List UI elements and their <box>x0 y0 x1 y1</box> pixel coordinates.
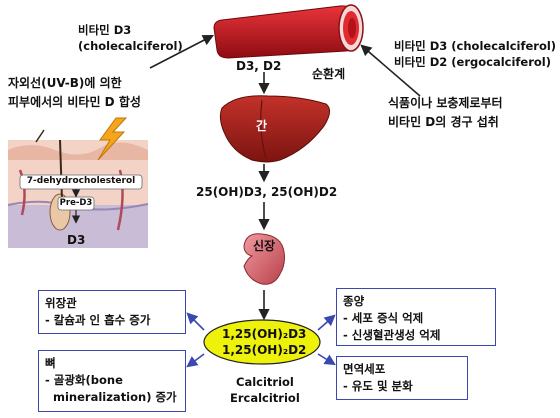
calcitriol-label: Calcitriol <box>236 375 294 389</box>
flow-arrows <box>149 34 421 321</box>
active-metabolite-ellipse <box>203 319 321 365</box>
gut-title: 위장관 <box>45 296 77 310</box>
liver-illustration <box>219 95 330 163</box>
bone-effect-box: 뼈 - 골광화(bone mineralization) 증가 <box>38 350 186 412</box>
uvb-line2: 피부에서의 비타민 D 합성 <box>8 95 141 109</box>
bone-title: 뼈 <box>45 356 56 370</box>
blood-vessel-illustration <box>213 4 364 59</box>
uvb-synthesis-label: 자외선(UV-B)에 의한 피부에서의 비타민 D 합성 <box>8 74 141 112</box>
top-left-label: 비타민 D3 (cholecalciferol) <box>78 22 183 54</box>
bone-item2: mineralization) 증가 <box>45 390 177 404</box>
bone-item1: - 골광화(bone <box>45 373 123 387</box>
center-line2: 1,25(OH)₂D2 <box>222 343 307 357</box>
immune-title: 면역세포 <box>343 362 386 376</box>
immune-item: - 유도 및 분화 <box>343 379 413 393</box>
vessel-label: D3, D2 <box>236 59 282 73</box>
diet-source-label: 비타민 D3 (cholecalciferol) 비타민 D2 (ergocal… <box>394 38 556 70</box>
diet-d2: 비타민 D2 (ergocalciferol) <box>394 55 552 69</box>
oral-line2: 비타민 D의 경구 섭취 <box>388 115 499 129</box>
immune-effect-box: 면역세포 - 유도 및 분화 <box>336 356 468 400</box>
skin-label-pred3: Pre-D3 <box>59 198 93 208</box>
top-left-line2: (cholecalciferol) <box>78 39 183 53</box>
oral-intake-label: 식품이나 보충제로부터 비타민 D의 경구 섭취 <box>388 94 503 132</box>
kidney-label: 신장 <box>253 239 276 253</box>
tumor-effect-box: 종양 - 세포 증식 억제 - 신생혈관생성 억제 <box>336 288 496 346</box>
top-left-line1: 비타민 D3 <box>78 23 132 37</box>
circulation-label: 순환계 <box>312 67 346 81</box>
oral-line1: 식품이나 보충제로부터 <box>388 96 503 110</box>
skin-label-d3: D3 <box>67 233 86 247</box>
diet-d3: 비타민 D3 (cholecalciferol) <box>394 39 557 53</box>
center-line1: 1,25(OH)₂D3 <box>222 327 307 341</box>
skin-cross-section-illustration <box>7 117 149 248</box>
tumor-title: 종양 <box>343 294 365 308</box>
tumor-item2: - 신생혈관생성 억제 <box>343 328 441 342</box>
ercalcitriol-label: Ercalcitriol <box>230 391 300 405</box>
skin-label-7dhc: 7-dehydrocholesterol <box>26 176 136 186</box>
gut-item: - 칼슘과 인 흡수 증가 <box>45 313 151 327</box>
uvb-line1: 자외선(UV-B)에 의한 <box>8 76 122 90</box>
tumor-item1: - 세포 증식 억제 <box>343 311 424 325</box>
liver-label: 간 <box>256 119 268 133</box>
effect-arrows <box>186 312 336 368</box>
kidney-illustration <box>243 233 285 285</box>
gut-effect-box: 위장관 - 칼슘과 인 흡수 증가 <box>38 290 186 334</box>
liver-output-label: 25(OH)D3, 25(OH)D2 <box>196 185 338 199</box>
